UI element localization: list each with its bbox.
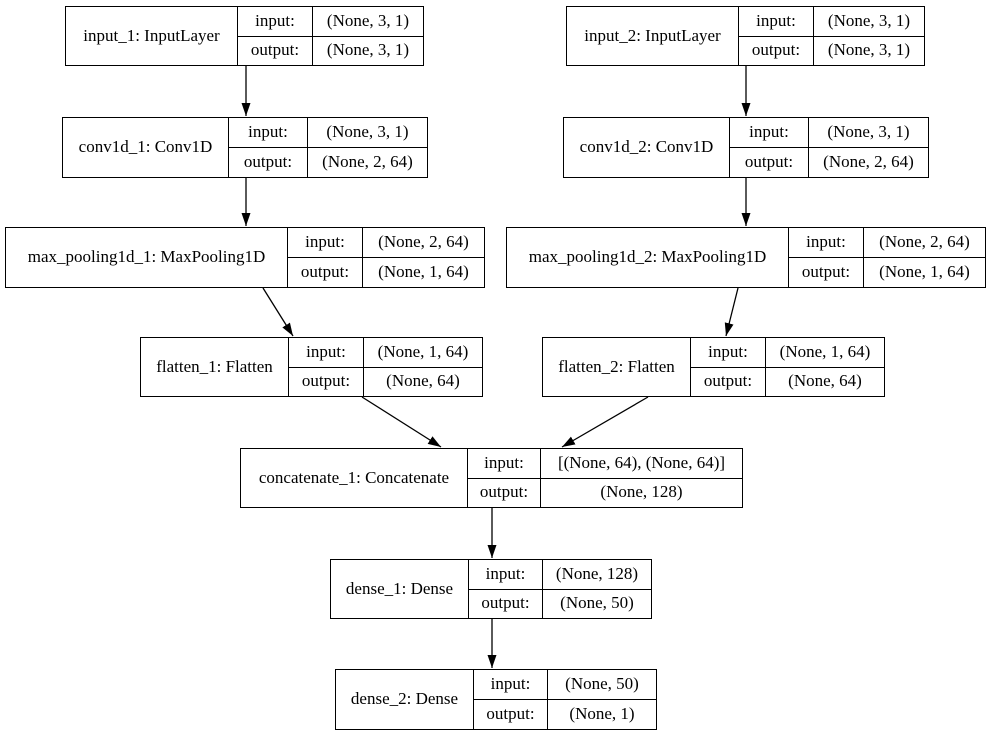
io-input-label: input: bbox=[229, 118, 308, 147]
layer-label: input_2: InputLayer bbox=[567, 7, 739, 65]
layer-label: input_1: InputLayer bbox=[66, 7, 238, 65]
io-input-label: input: bbox=[739, 7, 814, 36]
io-output-label: output: bbox=[288, 258, 363, 287]
io-output-label: output: bbox=[739, 36, 814, 65]
io-output-value: (None, 2, 64) bbox=[823, 152, 914, 172]
io-input-label: input: bbox=[789, 228, 864, 257]
layer-label: flatten_1: Flatten bbox=[141, 338, 289, 396]
layer-label: concatenate_1: Concatenate bbox=[241, 449, 468, 507]
layer-label: conv1d_2: Conv1D bbox=[564, 118, 730, 177]
layer-label: dense_1: Dense bbox=[331, 560, 469, 618]
layer-label: conv1d_1: Conv1D bbox=[63, 118, 229, 177]
io-output-label: output: bbox=[474, 700, 548, 729]
layer-node-max_pooling1d_1: max_pooling1d_1: MaxPooling1D input: (No… bbox=[5, 227, 485, 288]
io-input-value: (None, 3, 1) bbox=[827, 122, 910, 142]
io-input-label: input: bbox=[691, 338, 766, 367]
layer-node-dense_1: dense_1: Dense input: (None, 128) output… bbox=[330, 559, 652, 619]
layer-label: flatten_2: Flatten bbox=[543, 338, 691, 396]
io-input-value: [(None, 64), (None, 64)] bbox=[557, 452, 726, 472]
io-output-label: output: bbox=[238, 36, 313, 65]
io-output-label: output: bbox=[289, 367, 364, 396]
edge-arrow-max_pooling1d_1-to-flatten_1 bbox=[262, 287, 294, 337]
layer-label: dense_2: Dense bbox=[336, 670, 474, 729]
io-output-value: (None, 1, 64) bbox=[378, 262, 469, 282]
io-input-label: input: bbox=[289, 338, 364, 367]
io-input-label: input: bbox=[474, 670, 548, 699]
io-output-label: output: bbox=[691, 367, 766, 396]
layer-node-concatenate_1: concatenate_1: Concatenate input: [(None… bbox=[240, 448, 743, 508]
layer-node-dense_2: dense_2: Dense input: (None, 50) output:… bbox=[335, 669, 657, 730]
io-output-label: output: bbox=[229, 148, 308, 177]
io-output-value: (None, 1, 64) bbox=[879, 262, 970, 282]
io-output-value: (None, 2, 64) bbox=[322, 152, 413, 172]
layer-node-input_2: input_2: InputLayer input: (None, 3, 1) … bbox=[566, 6, 925, 66]
io-output-label: output: bbox=[730, 148, 809, 177]
io-input-label: input: bbox=[730, 118, 809, 147]
io-input-value: (None, 50) bbox=[565, 674, 639, 694]
io-output-value: (None, 1) bbox=[569, 704, 635, 724]
io-output-label: output: bbox=[468, 478, 541, 507]
io-output-value: (None, 64) bbox=[386, 371, 460, 391]
io-input-label: input: bbox=[288, 228, 363, 257]
io-output-value: (None, 3, 1) bbox=[827, 40, 911, 60]
io-input-label: input: bbox=[468, 449, 541, 478]
layer-node-flatten_1: flatten_1: Flatten input: (None, 1, 64) … bbox=[140, 337, 483, 397]
io-input-value: (None, 2, 64) bbox=[378, 232, 469, 252]
io-input-value: (None, 128) bbox=[555, 563, 639, 583]
io-output-label: output: bbox=[469, 589, 543, 618]
layer-node-conv1d_1: conv1d_1: Conv1D input: (None, 3, 1) out… bbox=[62, 117, 428, 178]
io-input-value: (None, 3, 1) bbox=[827, 10, 911, 30]
edge-arrow-flatten_1-to-concatenate_1 bbox=[361, 396, 442, 448]
io-input-value: (None, 1, 64) bbox=[377, 341, 469, 361]
layer-node-flatten_2: flatten_2: Flatten input: (None, 1, 64) … bbox=[542, 337, 885, 397]
io-output-value: (None, 128) bbox=[600, 482, 683, 502]
edge-arrow-max_pooling1d_2-to-flatten_2 bbox=[724, 287, 739, 337]
io-input-label: input: bbox=[469, 560, 543, 589]
io-output-value: (None, 64) bbox=[788, 371, 862, 391]
io-input-value: (None, 1, 64) bbox=[779, 341, 871, 361]
io-input-label: input: bbox=[238, 7, 313, 36]
io-input-value: (None, 2, 64) bbox=[879, 232, 970, 252]
layer-label: max_pooling1d_1: MaxPooling1D bbox=[6, 228, 288, 287]
layer-node-max_pooling1d_2: max_pooling1d_2: MaxPooling1D input: (No… bbox=[506, 227, 986, 288]
layer-node-conv1d_2: conv1d_2: Conv1D input: (None, 3, 1) out… bbox=[563, 117, 929, 178]
io-output-label: output: bbox=[789, 258, 864, 287]
io-output-value: (None, 3, 1) bbox=[326, 40, 410, 60]
io-input-value: (None, 3, 1) bbox=[326, 10, 410, 30]
layer-label: max_pooling1d_2: MaxPooling1D bbox=[507, 228, 789, 287]
io-output-value: (None, 50) bbox=[560, 593, 634, 613]
layer-node-input_1: input_1: InputLayer input: (None, 3, 1) … bbox=[65, 6, 424, 66]
edge-arrow-flatten_2-to-concatenate_1 bbox=[561, 396, 649, 448]
io-input-value: (None, 3, 1) bbox=[326, 122, 409, 142]
